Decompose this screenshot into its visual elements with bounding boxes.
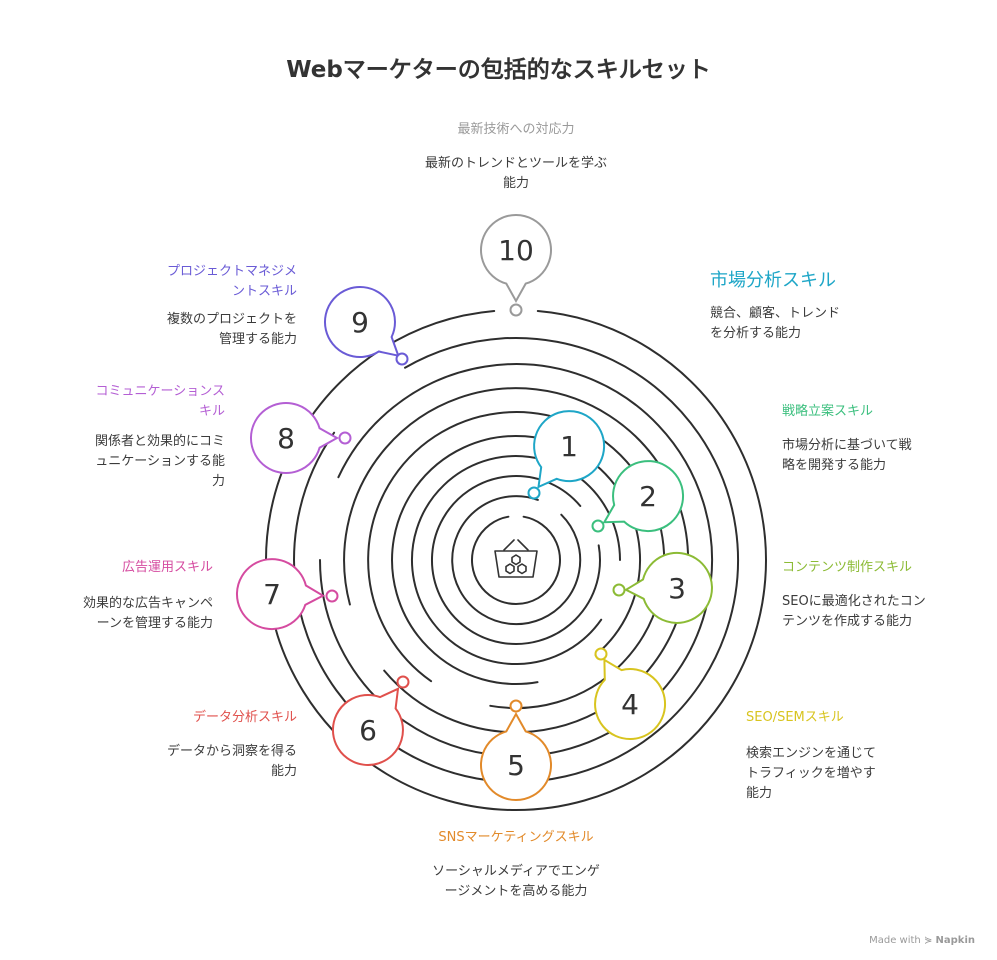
bubble-4 (594, 658, 667, 741)
ring-arc (411, 455, 621, 666)
bubble-8 (250, 402, 340, 474)
number-9: 9 (351, 306, 369, 339)
ring-arc (471, 515, 561, 606)
skill-node-2: 2 (591, 460, 684, 533)
number-6: 6 (359, 714, 377, 747)
footer-brand: Napkin (935, 935, 975, 946)
skill-label-2: 戦略立案スキル (782, 404, 874, 419)
diagram-title: Webマーケターの包括的なスキルセット (286, 57, 711, 83)
bubble-10 (480, 214, 552, 304)
number-1: 1 (560, 430, 578, 463)
bubble-7 (236, 558, 326, 631)
skill-label-9: プロジェクトマネジメ ントスキル (166, 264, 297, 299)
skill-desc-7: 効果的な広告キャンペ ーンを管理する能力 (82, 596, 213, 631)
ring-arc (293, 337, 739, 783)
ring-arc (451, 495, 582, 626)
skill-desc-10: 最新のトレンドとツールを学ぶ 能力 (424, 156, 607, 191)
skill-desc-1: 競合、顧客、トレンド を分析する能力 (710, 306, 841, 341)
skill-node-6: 6 (331, 675, 410, 766)
marker-dot-2 (591, 519, 605, 533)
center-hub (494, 539, 538, 578)
skill-desc-3: SEOに最適化されたコン テンツを作成する能力 (782, 594, 926, 629)
marker-dot-6 (396, 675, 410, 689)
ring-arc (430, 475, 601, 645)
bubble-2 (602, 460, 684, 533)
bubble-9 (324, 286, 400, 358)
footer: Made with ⋟ Napkin (869, 935, 975, 946)
marker-dot-8 (338, 431, 352, 445)
skill-label-7: 広告運用スキル (121, 560, 213, 575)
skill-desc-6: データから洞察を得る 能力 (166, 744, 297, 779)
skill-node-7: 7 (236, 558, 339, 631)
footer-prefix: Made with (869, 935, 921, 946)
skill-node-5: 5 (480, 699, 552, 801)
number-5: 5 (507, 749, 525, 782)
skill-desc-8: 関係者と効果的にコミ ュニケーションする能 力 (94, 434, 225, 489)
skill-label-3: コンテンツ制作スキル (782, 560, 913, 575)
basket-icon (494, 539, 538, 578)
skill-node-3: 3 (612, 552, 713, 624)
number-3: 3 (668, 572, 686, 605)
skill-nodes: 1 2 3 4 5 6 7 8 9 10 (236, 214, 713, 801)
skill-desc-2: 市場分析に基づいて戦 略を開発する能力 (782, 438, 912, 473)
number-10: 10 (498, 234, 534, 267)
marker-dot-3 (612, 583, 626, 597)
skill-label-10: 最新技術への対応力 (457, 122, 575, 137)
ring-arc (391, 435, 642, 685)
bubble-6 (331, 687, 404, 766)
skill-label-6: データ分析スキル (192, 710, 297, 725)
skill-label-5: SNSマーケティングスキル (438, 830, 594, 845)
skill-desc-4: 検索エンジンを通じて トラフィックを増やす 能力 (746, 746, 877, 801)
skill-node-1: 1 (527, 410, 606, 500)
number-7: 7 (263, 578, 281, 611)
skill-label-4: SEO/SEMスキル (746, 710, 844, 725)
marker-dot-10 (509, 303, 523, 317)
skill-desc-5: ソーシャルメディアでエンゲ ージメントを高める能力 (432, 864, 600, 899)
number-4: 4 (621, 688, 639, 721)
skill-node-10: 10 (480, 214, 552, 317)
marker-dot-4 (594, 647, 608, 661)
marker-dot-5 (509, 699, 523, 713)
skill-desc-9: 複数のプロジェクトを 管理する能力 (166, 312, 297, 347)
bubble-5 (480, 711, 552, 801)
skill-node-8: 8 (250, 402, 352, 474)
skill-node-9: 9 (324, 286, 409, 366)
skill-label-8: コミュニケーションス キル (95, 384, 225, 419)
marker-dot-7 (325, 589, 339, 603)
number-8: 8 (277, 422, 295, 455)
bubble-3 (623, 552, 713, 624)
number-2: 2 (639, 480, 657, 513)
marker-dot-9 (395, 352, 409, 366)
marker-dot-1 (527, 486, 541, 500)
bubble-1 (533, 410, 606, 489)
skill-label-1: 市場分析スキル (710, 270, 836, 291)
skill-node-4: 4 (594, 647, 667, 741)
napkin-logo-icon: ⋟ (923, 935, 933, 946)
